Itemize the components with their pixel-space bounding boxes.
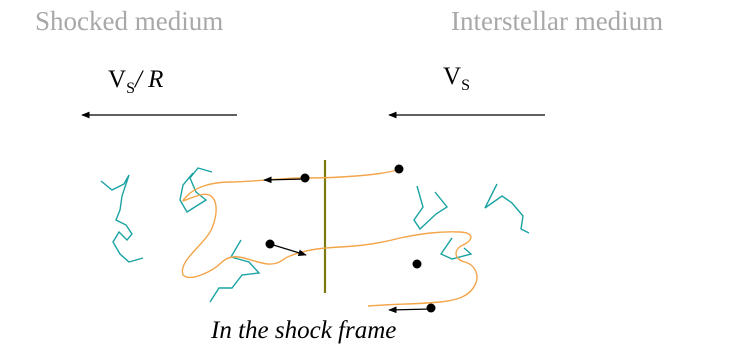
particle (395, 165, 404, 174)
particle (413, 260, 422, 269)
particle-velocity-arrow (389, 309, 431, 310)
particle-velocity-arrows (264, 179, 431, 310)
particle-velocity-arrow (270, 244, 306, 255)
magnetic-turbulence-lines (101, 168, 529, 302)
turbulence-curve (414, 186, 447, 229)
turbulence-curve (210, 240, 259, 302)
turbulence-curve (101, 175, 143, 262)
particle-trajectories (182, 170, 477, 306)
particles (266, 165, 436, 313)
turbulence-curve (485, 184, 529, 233)
particle (301, 174, 310, 183)
diagram-caption: In the shock frame (211, 317, 396, 345)
particle-trajectory (182, 170, 477, 306)
particle (427, 304, 436, 313)
